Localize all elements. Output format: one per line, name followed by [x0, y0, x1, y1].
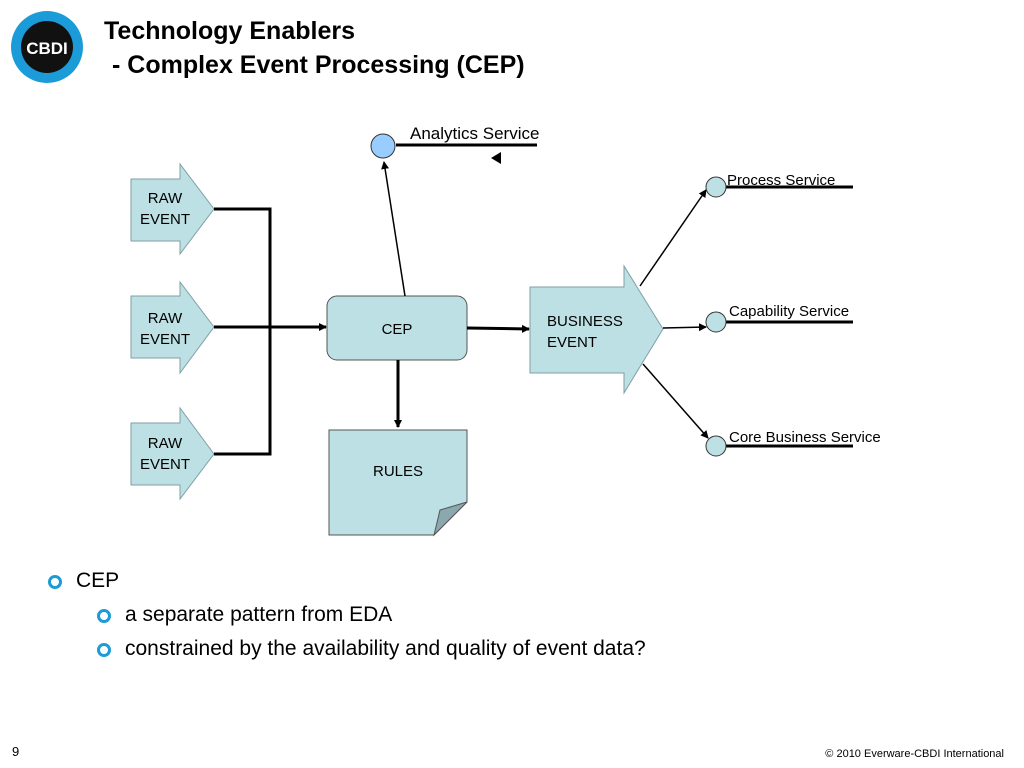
copyright-notice: © 2010 Everware-CBDI International	[825, 748, 1004, 760]
analytics-service: Analytics Service	[370, 124, 539, 164]
cep-label: CEP	[382, 321, 413, 338]
business-event-line2: EVENT	[547, 334, 597, 351]
cbdi-logo: CBDI	[11, 11, 83, 83]
process-service: Process Service	[705, 172, 853, 198]
core-business-service: Core Business Service	[705, 429, 881, 457]
raw-event-3-line2: EVENT	[140, 456, 190, 473]
bullet-icon	[97, 609, 111, 623]
bullet-item: a separate pattern from EDA	[48, 600, 646, 634]
bullet-text: CEP	[76, 569, 120, 592]
capability-label: Capability Service	[729, 303, 849, 320]
analytics-node	[370, 133, 396, 159]
business-event-line1: BUSINESS	[547, 313, 623, 330]
analytics-label: Analytics Service	[410, 124, 539, 143]
core-node	[705, 435, 727, 457]
bullet-item: CEP	[48, 566, 646, 600]
cep-diagram: RAW EVENT RAW EVENT RAW EVENT CEP RULES …	[130, 124, 881, 537]
bullet-text: constrained by the availability and qual…	[125, 637, 646, 660]
business-event: BUSINESS EVENT	[529, 264, 664, 395]
raw-event-1-line2: EVENT	[140, 211, 190, 228]
bullet-icon	[97, 643, 111, 657]
cep-box: CEP	[326, 295, 468, 361]
capability-service: Capability Service	[705, 303, 853, 333]
raw-event-2-line1: RAW	[148, 310, 183, 327]
bullet-list: CEP a separate pattern from EDA constrai…	[48, 566, 646, 668]
raw-event-2: RAW EVENT	[130, 280, 215, 375]
logo-inner-disc	[21, 21, 73, 73]
analytics-pointer	[491, 152, 501, 164]
cep-to-business-arrow	[466, 324, 530, 333]
core-label: Core Business Service	[729, 429, 881, 446]
title-line-2: - Complex Event Processing (CEP)	[112, 51, 525, 79]
cep-to-analytics-arrow	[381, 161, 406, 297]
business-to-services-arrows	[639, 189, 709, 439]
raw-event-3: RAW EVENT	[130, 406, 215, 501]
capability-node	[705, 311, 727, 333]
raw-event-1-line1: RAW	[148, 190, 183, 207]
raw-event-connectors	[214, 207, 327, 456]
raw-event-1: RAW EVENT	[130, 162, 215, 256]
logo-text: CBDI	[26, 39, 68, 58]
page-number: 9	[12, 744, 20, 759]
bullet-text: a separate pattern from EDA	[125, 603, 393, 626]
bullet-item: constrained by the availability and qual…	[48, 634, 646, 668]
process-label: Process Service	[727, 172, 835, 189]
bullet-icon	[48, 575, 62, 589]
rules-note: RULES	[328, 429, 468, 537]
process-node	[705, 176, 727, 198]
raw-event-3-line1: RAW	[148, 435, 183, 452]
raw-event-2-line2: EVENT	[140, 331, 190, 348]
title-line-1: Technology Enablers	[104, 17, 355, 45]
rules-label: RULES	[373, 463, 423, 480]
slide-title: Technology Enablers - Complex Event Proc…	[104, 14, 525, 82]
